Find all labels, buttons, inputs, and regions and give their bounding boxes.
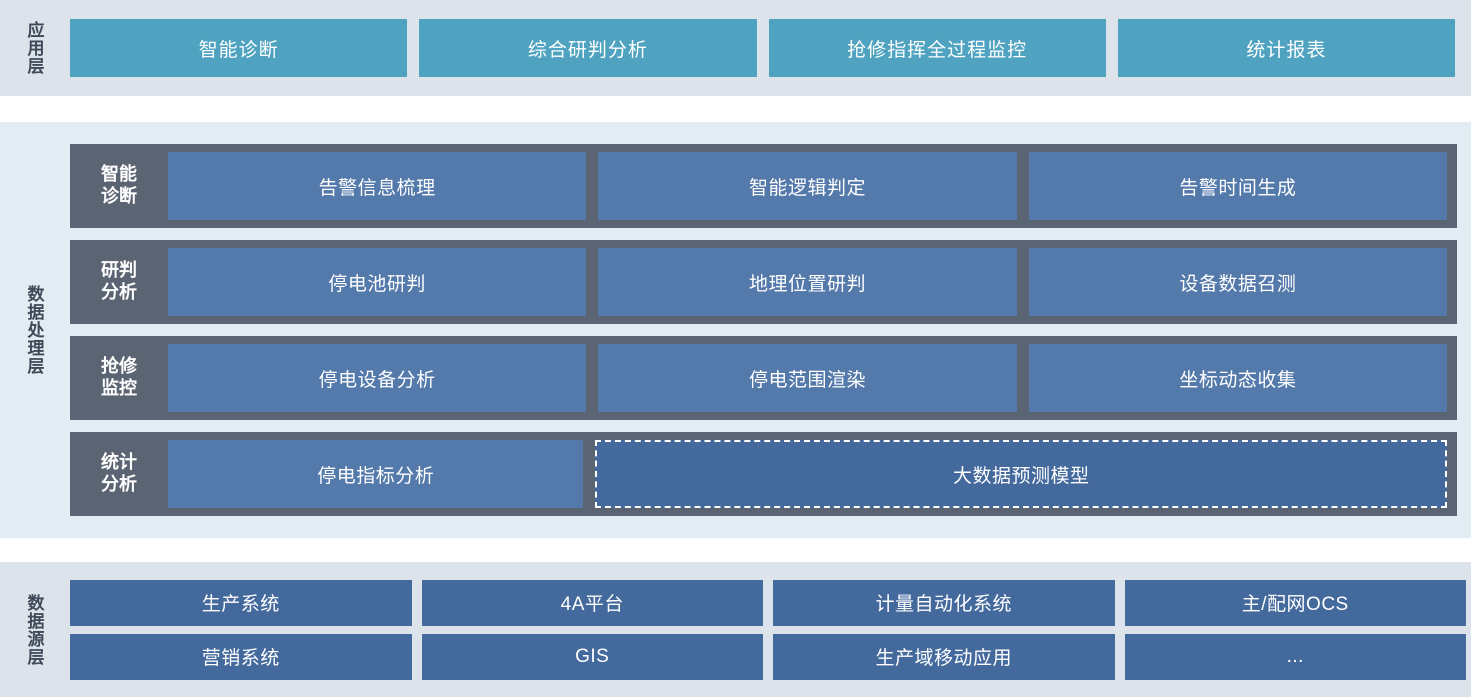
data-source-layer: 数据源层 生产系统 4A平台 计量自动化系统 主/配网OCS 营销系统 GIS … <box>0 562 1471 697</box>
proc-box-coordinate-dynamic-collection[interactable]: 坐标动态收集 <box>1028 344 1447 412</box>
proc-row-boxes: 停电设备分析 停电范围渲染 坐标动态收集 <box>168 344 1447 412</box>
proc-row-label-line2: 分析 <box>101 282 137 302</box>
application-layer-body: 智能诊断 综合研判分析 抢修指挥全过程监控 统计报表 <box>68 0 1471 96</box>
application-layer: 应用层 智能诊断 综合研判分析 抢修指挥全过程监控 统计报表 <box>0 0 1471 96</box>
proc-row-judgment-analysis: 研判 分析 停电池研判 地理位置研判 设备数据召测 <box>70 240 1457 324</box>
proc-box-alarm-time-generation[interactable]: 告警时间生成 <box>1028 152 1447 220</box>
data-processing-layer-label: 数据处理层 <box>24 285 44 375</box>
proc-row-label-intelligent-diagnosis: 智能 诊断 <box>70 152 168 220</box>
app-box-statistical-report[interactable]: 统计报表 <box>1117 19 1455 77</box>
src-box-4a-platform[interactable]: 4A平台 <box>421 579 763 626</box>
proc-row-boxes: 停电指标分析 大数据预测模型 <box>168 440 1447 508</box>
proc-box-intelligent-logic-judgment[interactable]: 智能逻辑判定 <box>598 152 1017 220</box>
source-row-1: 生产系统 4A平台 计量自动化系统 主/配网OCS <box>70 579 1466 626</box>
data-processing-layer-body: 智能 诊断 告警信息梳理 智能逻辑判定 告警时间生成 研判 分析 <box>68 122 1471 538</box>
proc-row-label-line1: 抢修 <box>101 356 137 377</box>
layer-gap-top <box>0 96 1471 122</box>
src-box-main-distribution-ocs[interactable]: 主/配网OCS <box>1124 579 1466 626</box>
proc-box-outage-pool-judgment[interactable]: 停电池研判 <box>168 248 587 316</box>
proc-row-label-repair-monitoring: 抢修 监控 <box>70 344 168 412</box>
app-box-intelligent-diagnosis[interactable]: 智能诊断 <box>70 19 408 77</box>
proc-box-alarm-info-sorting[interactable]: 告警信息梳理 <box>168 152 587 220</box>
src-box-more[interactable]: ... <box>1124 633 1466 680</box>
proc-row-label-judgment-analysis: 研判 分析 <box>70 248 168 316</box>
proc-row-boxes: 告警信息梳理 智能逻辑判定 告警时间生成 <box>168 152 1447 220</box>
proc-box-device-data-polling[interactable]: 设备数据召测 <box>1028 248 1447 316</box>
proc-row-intelligent-diagnosis: 智能 诊断 告警信息梳理 智能逻辑判定 告警时间生成 <box>70 144 1457 228</box>
src-box-metering-automation-system[interactable]: 计量自动化系统 <box>773 579 1115 626</box>
proc-row-label-line2: 分析 <box>101 474 137 494</box>
proc-row-statistical-analysis: 统计 分析 停电指标分析 大数据预测模型 <box>70 432 1457 516</box>
data-source-layer-label: 数据源层 <box>24 593 44 666</box>
application-layer-label: 应用层 <box>24 21 44 75</box>
proc-row-repair-monitoring: 抢修 监控 停电设备分析 停电范围渲染 坐标动态收集 <box>70 336 1457 420</box>
src-box-marketing-system[interactable]: 营销系统 <box>70 633 412 680</box>
proc-row-label-line1: 智能 <box>101 164 137 185</box>
proc-row-label-line1: 研判 <box>101 260 137 281</box>
app-box-comprehensive-analysis[interactable]: 综合研判分析 <box>419 19 757 77</box>
proc-row-label-line1: 统计 <box>101 452 137 473</box>
proc-box-outage-range-rendering[interactable]: 停电范围渲染 <box>598 344 1017 412</box>
proc-box-outage-index-analysis[interactable]: 停电指标分析 <box>168 440 584 508</box>
app-box-repair-monitoring[interactable]: 抢修指挥全过程监控 <box>768 19 1106 77</box>
source-row-2: 营销系统 GIS 生产域移动应用 ... <box>70 633 1466 680</box>
layer-gap-bottom <box>0 538 1471 562</box>
data-processing-layer: 数据处理层 智能 诊断 告警信息梳理 智能逻辑判定 告警时间生成 <box>0 122 1471 538</box>
proc-box-outage-device-analysis[interactable]: 停电设备分析 <box>168 344 587 412</box>
src-box-production-mobile-app[interactable]: 生产域移动应用 <box>773 633 1115 680</box>
proc-row-label-line2: 监控 <box>101 378 137 398</box>
src-box-production-system[interactable]: 生产系统 <box>70 579 412 626</box>
proc-row-boxes: 停电池研判 地理位置研判 设备数据召测 <box>168 248 1447 316</box>
proc-box-big-data-prediction-model[interactable]: 大数据预测模型 <box>595 440 1447 508</box>
proc-row-label-statistical-analysis: 统计 分析 <box>70 440 168 508</box>
data-source-layer-body: 生产系统 4A平台 计量自动化系统 主/配网OCS 营销系统 GIS 生产域移动… <box>68 562 1471 697</box>
proc-row-label-line2: 诊断 <box>101 186 137 206</box>
proc-box-geographic-location-judgment[interactable]: 地理位置研判 <box>598 248 1017 316</box>
src-box-gis[interactable]: GIS <box>421 633 763 680</box>
